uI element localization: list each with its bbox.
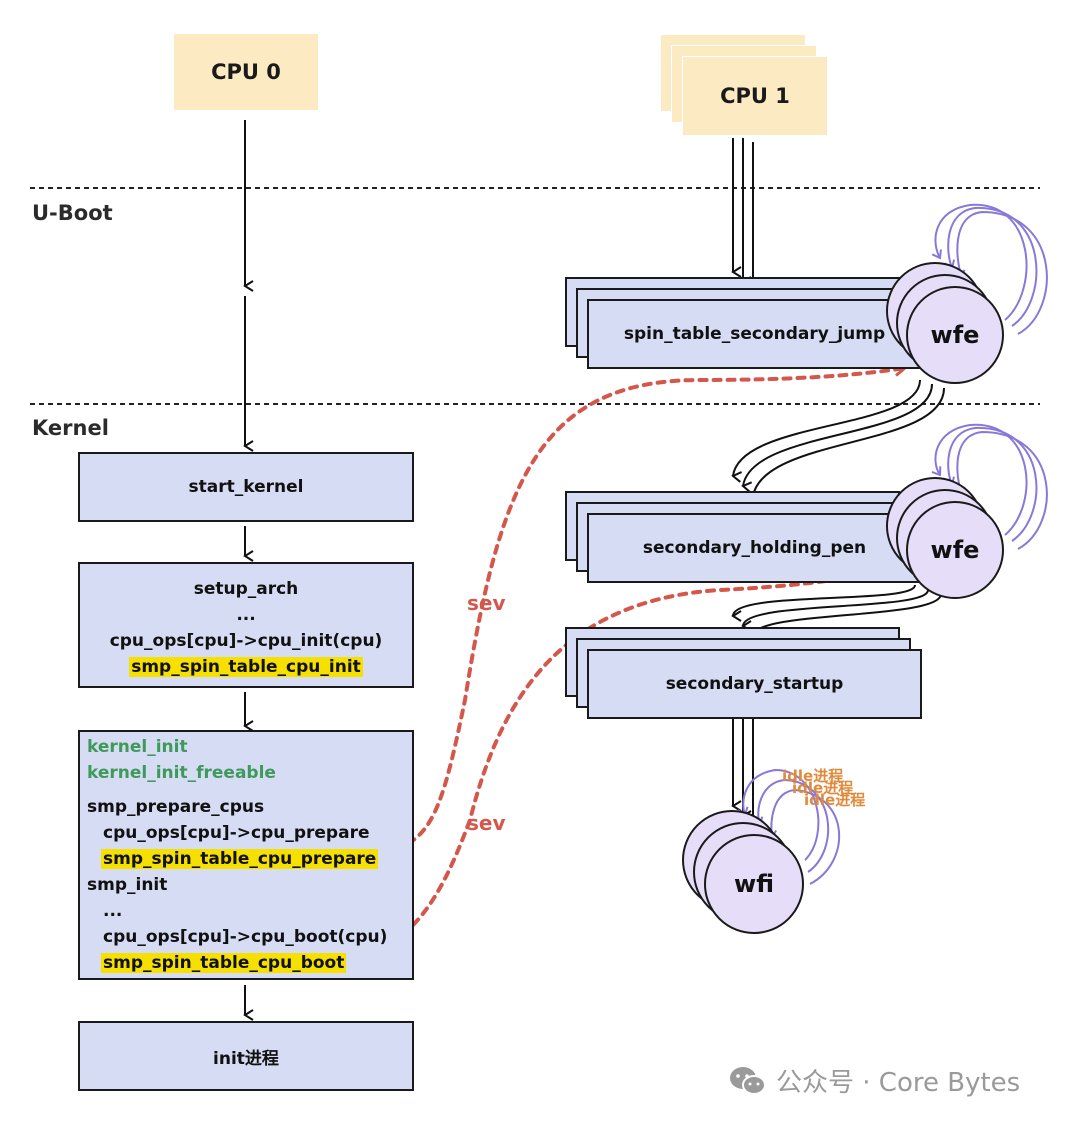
cpu-boot-line: cpu_ops[cpu]->cpu_boot(cpu) [103, 927, 388, 947]
init-process-label: init进程 [213, 1048, 279, 1069]
secondary-holding-pen-box: secondary_holding_pen [587, 513, 922, 583]
wfi-self-loops [737, 768, 841, 885]
watermark: 公众号 · Core Bytes [728, 1062, 1020, 1099]
wfe1-circle: wfe [906, 286, 1004, 384]
spin-table-secondary-jump-box: spin_table_secondary_jump [587, 299, 922, 369]
cpu0-label: CPU 0 [211, 60, 281, 84]
watermark-text: 公众号 · Core Bytes [776, 1068, 1021, 1098]
smp-spin-table-cpu-prepare-highlight: smp_spin_table_cpu_prepare [101, 849, 379, 869]
start-kernel-label: start_kernel [188, 477, 304, 497]
cpu1-box: CPU 1 [682, 56, 828, 136]
smp-spin-table-cpu-init-highlight: smp_spin_table_cpu_init [129, 657, 363, 677]
kernel-section-label: Kernel [32, 416, 109, 440]
spin-table-label: spin_table_secondary_jump [623, 324, 886, 344]
cpu1-arrows [731, 138, 762, 300]
cpu1-label: CPU 1 [720, 84, 790, 108]
holding-pen-label: secondary_holding_pen [642, 538, 867, 558]
wechat-icon [730, 1066, 766, 1095]
wfe2-circle: wfe [906, 501, 1004, 599]
secondary-startup-box: secondary_startup [587, 649, 922, 719]
startup-label: secondary_startup [665, 674, 844, 694]
wfi-label: wfi [734, 870, 774, 898]
idle-label-3: idle进程 [804, 791, 866, 809]
setup-arch-box: setup_arch ... cpu_ops[cpu]->cpu_init(cp… [78, 562, 414, 688]
cpu-prepare-line: cpu_ops[cpu]->cpu_prepare [103, 823, 370, 843]
wfe1-to-holding-arrows [731, 379, 945, 504]
kernel-init-freeable-line: kernel_init_freeable [87, 763, 276, 783]
init-process-box: init进程 [78, 1021, 414, 1091]
wfe2-label: wfe [930, 536, 980, 564]
sev-curve-boot [336, 561, 908, 958]
idle-label-2: idle进程 [792, 779, 854, 797]
wfe2-self-loops [931, 423, 1048, 550]
sev-curve-prepare [366, 362, 908, 855]
setup-arch-ellipsis: ... [236, 605, 256, 625]
cpu0-box: CPU 0 [174, 34, 318, 110]
start-kernel-box: start_kernel [78, 452, 414, 522]
sev-label-1: sev [467, 591, 506, 615]
smp-init-line: smp_init [87, 875, 168, 895]
wfe1-label: wfe [930, 321, 980, 349]
sev-label-2: sev [467, 811, 506, 835]
wfe1-self-loops [931, 203, 1048, 335]
idle-label-1: idle进程 [782, 767, 844, 785]
smp-prepare-cpus-line: smp_prepare_cpus [87, 797, 265, 817]
kernel-init-line: kernel_init [87, 737, 188, 757]
wfi-circle: wfi [704, 834, 804, 934]
smp-spin-table-cpu-boot-highlight: smp_spin_table_cpu_boot [101, 953, 347, 973]
uboot-section-label: U-Boot [32, 201, 113, 225]
setup-arch-line: setup_arch [193, 579, 299, 599]
smp-init-ellipsis: ... [103, 901, 123, 921]
cpu-init-line: cpu_ops[cpu]->cpu_init(cpu) [109, 631, 383, 651]
kernel-init-box: kernel_init kernel_init_freeable smp_pre… [78, 730, 414, 980]
